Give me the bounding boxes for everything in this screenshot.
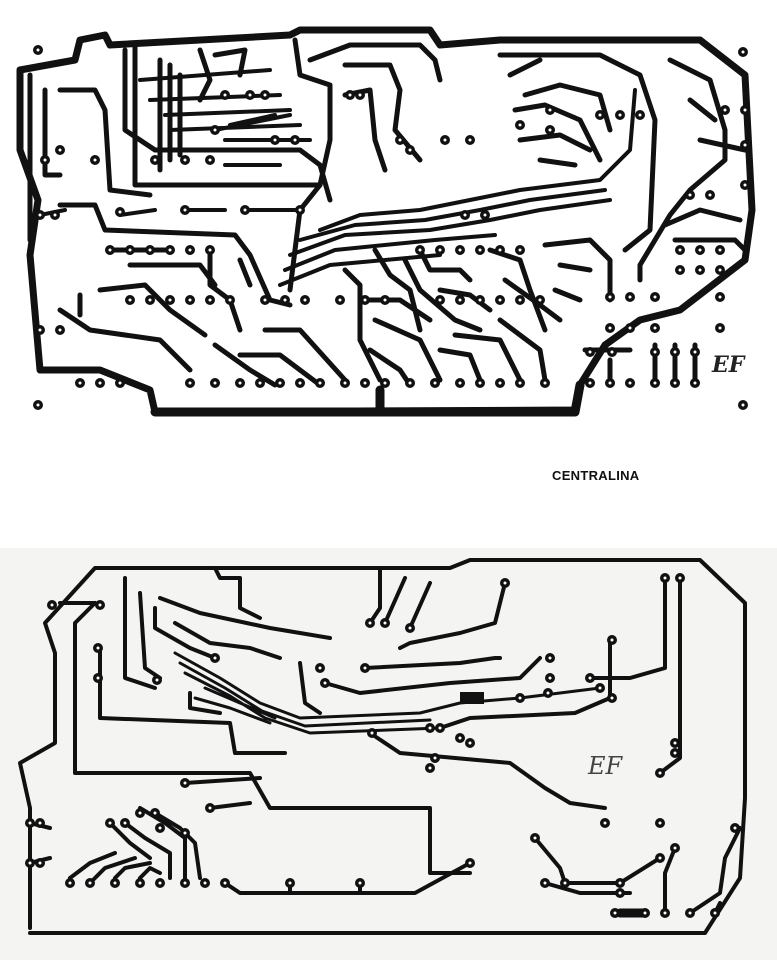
designer-initials-top: EF: [712, 352, 745, 378]
pcb-layout-top: [0, 0, 777, 430]
board-caption: CENTRALINA: [552, 468, 640, 483]
pcb-bottom-artwork: [0, 548, 777, 960]
pcb-layout-bottom: [0, 548, 777, 960]
pcb-top-artwork: [16, 26, 756, 417]
designer-initials-bottom: EF: [588, 752, 623, 780]
